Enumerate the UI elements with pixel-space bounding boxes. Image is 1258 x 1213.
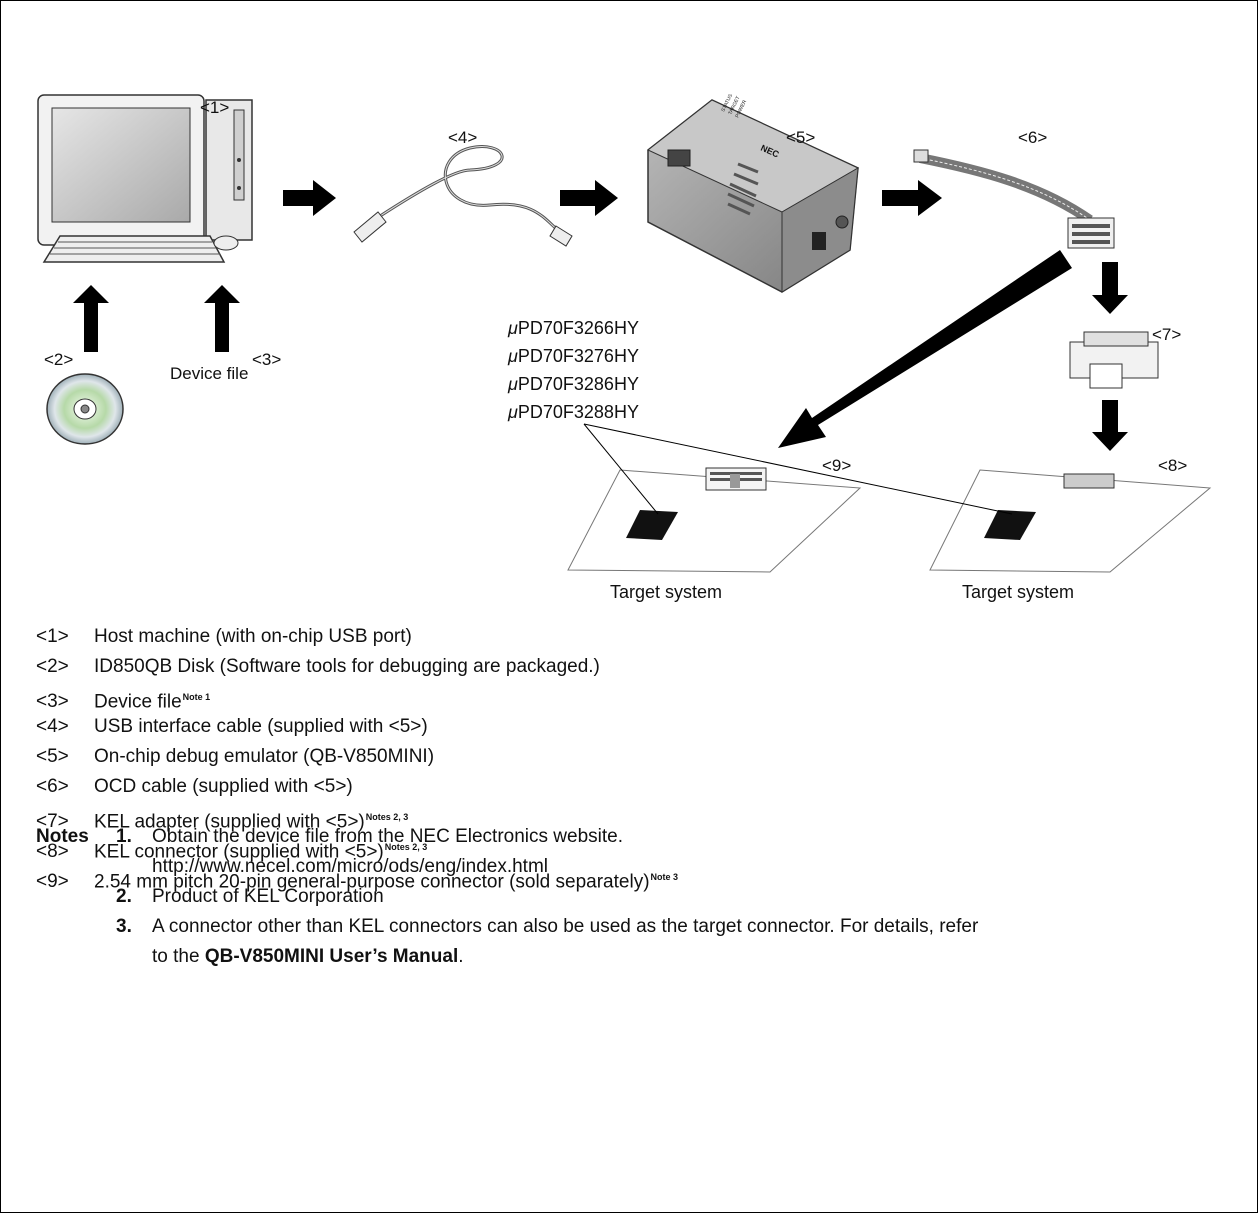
label-9: <9> — [822, 456, 852, 475]
cd-disk-icon — [46, 373, 124, 445]
label-6: <6> — [1018, 128, 1048, 147]
chip-model: μPD70F3276HY — [508, 346, 639, 366]
emulator-icon: NEC — [647, 99, 860, 293]
target-board-left — [567, 469, 862, 573]
target-system-label: Target system — [962, 582, 1075, 602]
usb-cable-icon — [353, 145, 573, 247]
legend-item: <1>Host machine (with on-chip USB port) — [36, 626, 412, 647]
kel-adapter-icon — [1069, 331, 1159, 389]
device-file-label: Device file — [170, 364, 249, 383]
general-connector-icon — [705, 467, 767, 491]
chip-model: μPD70F3266HY — [508, 318, 639, 338]
label-1: <1> — [200, 98, 230, 117]
target-board-right — [929, 469, 1212, 573]
kel-connector-icon — [1063, 473, 1115, 489]
legend-item: <2>ID850QB Disk (Software tools for debu… — [36, 656, 600, 677]
note-3: 3. A connector other than KEL connectors… — [116, 916, 979, 937]
legend-item: <7>KEL adapter (supplied with <5>)Notes … — [36, 811, 409, 833]
host-machine-icon — [37, 94, 253, 263]
legend-item: <9>2.54 mm pitch 20-pin general-purpose … — [36, 871, 679, 893]
label-5: <5> — [786, 128, 816, 147]
legend-item: <5>On-chip debug emulator (QB-V850MINI) — [36, 746, 435, 767]
leader-lines — [583, 423, 1013, 515]
chip-icon — [984, 510, 1036, 540]
ocd-cable-icon — [913, 149, 1115, 249]
target-system-label: Target system — [610, 582, 723, 602]
chip-icon — [626, 510, 678, 540]
label-8: <8> — [1158, 456, 1188, 475]
legend-list: <1>Host machine (with on-chip USB port) … — [36, 622, 678, 892]
chip-model: μPD70F3288HY — [508, 402, 639, 422]
legend-item: <6>OCD cable (supplied with <5>) — [36, 776, 353, 797]
label-2: <2> — [44, 350, 74, 369]
arrows — [73, 180, 1128, 451]
chip-model: μPD70F3286HY — [508, 374, 639, 394]
notes-section: Notes 1. Obtain the device file from the… — [36, 822, 1236, 972]
legend-item: <8>KEL connector (supplied with <5>)Note… — [36, 841, 428, 863]
label-4: <4> — [448, 128, 478, 147]
note-2: 2. Product of KEL Corporation — [116, 886, 384, 907]
legend-item: <4>USB interface cable (supplied with <5… — [36, 716, 428, 737]
note-1: Notes 1. Obtain the device file from the… — [36, 822, 1236, 852]
manual-title: QB-V850MINI User’s Manual — [204, 946, 459, 967]
label-3: <3> — [252, 350, 282, 369]
label-7: <7> — [1152, 325, 1182, 344]
legend-item: <3>Device fileNote 1 — [36, 691, 211, 713]
notes-heading: Notes — [36, 826, 89, 847]
